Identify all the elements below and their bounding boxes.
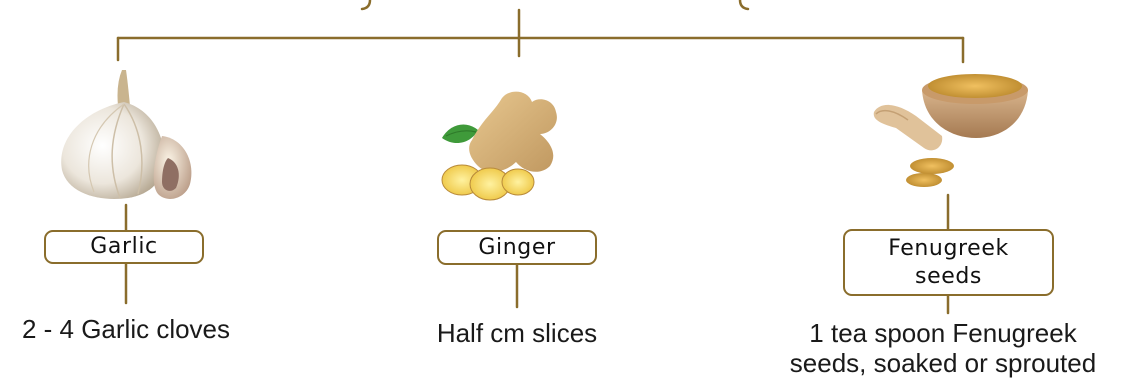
caption-fenugreek-line2: seeds, soaked or sprouted [758, 348, 1128, 378]
label-fenugreek-line1: Fenugreek [888, 235, 1009, 263]
top-bracket-left [362, 0, 370, 9]
label-ginger-text: Ginger [478, 234, 555, 262]
top-bracket-right [740, 0, 748, 9]
label-garlic-text: Garlic [90, 233, 158, 261]
label-ginger: Ginger [437, 230, 597, 265]
caption-garlic: 2 - 4 Garlic cloves [0, 314, 252, 344]
caption-fenugreek-line1: 1 tea spoon Fenugreek [758, 318, 1128, 348]
caption-fenugreek: 1 tea spoon Fenugreek seeds, soaked or s… [758, 318, 1128, 378]
label-fenugreek: Fenugreek seeds [843, 229, 1054, 296]
ginger-root-icon [432, 84, 582, 204]
label-garlic: Garlic [44, 230, 204, 264]
caption-ginger: Half cm slices [397, 318, 637, 348]
fenugreek-bowl-icon [872, 62, 1032, 194]
garlic-bulb-icon [50, 66, 200, 206]
label-fenugreek-line2: seeds [915, 263, 982, 291]
